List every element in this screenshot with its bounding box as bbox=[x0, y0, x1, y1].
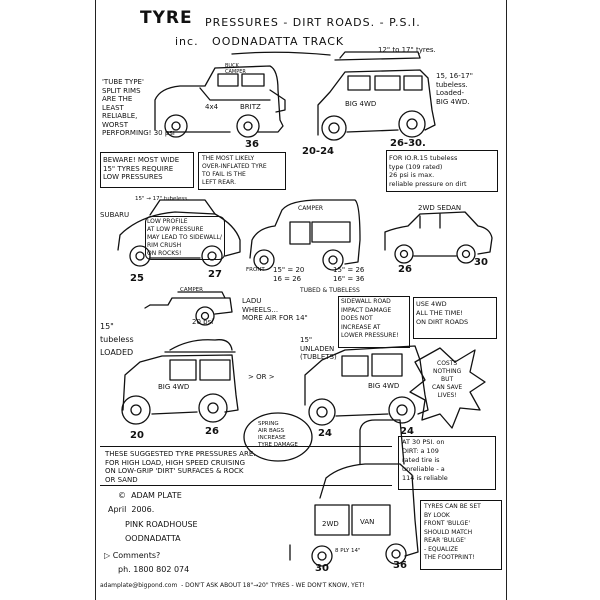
label-van-2wd: 2WD bbox=[322, 520, 339, 528]
note-sidewall: SIDEWALL ROAD IMPACT DAMAGE DOES NOT INC… bbox=[341, 298, 399, 339]
label-loaded: BIG 4WD bbox=[158, 383, 190, 391]
sidewall-box bbox=[338, 296, 410, 348]
subaru-p2: 27 bbox=[208, 269, 222, 280]
credit-copyright: © ADAM PLATE bbox=[118, 491, 182, 500]
label-buck-camper: BUCK CAMPER bbox=[225, 63, 246, 75]
unladen-p2: 24 bbox=[400, 426, 414, 437]
label-van: VAN bbox=[360, 518, 375, 526]
loaded-p2: 26 bbox=[205, 426, 219, 437]
label-unladen-car: BIG 4WD bbox=[368, 382, 400, 390]
credit-place1: PINK ROADHOUSE bbox=[125, 520, 198, 529]
van-size: 8 PLY 14" bbox=[335, 548, 361, 554]
credit-email-line: adamplate@bigpond.com - DON'T ASK ABOUT … bbox=[100, 582, 365, 589]
suggested-box bbox=[100, 446, 392, 486]
credit-comments: ▷ Comments? bbox=[104, 551, 161, 560]
label-trailer-camper: CAMPER bbox=[180, 287, 203, 293]
unladen-p1: 24 bbox=[318, 428, 332, 439]
label-subaru: SUBARU bbox=[100, 211, 130, 219]
camper-tubes: TUBED & TUBELESS bbox=[300, 287, 360, 294]
note-use4wd: USE 4WD ALL THE TIME! ON DIRT ROADS bbox=[416, 300, 469, 326]
britz-campervan-sketch bbox=[154, 65, 286, 138]
label-camper: CAMPER bbox=[298, 205, 324, 212]
unladen-big-4wd-sketch bbox=[304, 345, 429, 426]
note-left-rear: THE MOST LIKELY OVER-INFLATED TYRE TO FA… bbox=[202, 155, 267, 186]
sedan-p2: 30 bbox=[474, 257, 488, 268]
beware-box bbox=[100, 152, 194, 188]
loaded-big-4wd-sketch bbox=[121, 339, 239, 425]
big-4wd-top-sketch bbox=[317, 51, 436, 141]
at30-box bbox=[398, 436, 496, 490]
left-rear-box bbox=[198, 152, 286, 190]
subaru-tyres: 15" → 17" tubeless. bbox=[135, 196, 189, 202]
big4wd-top-right-pressures: 26-30. bbox=[390, 138, 426, 149]
note-big4wd-top: 15, 16-17" tubeless. Loaded- BIG 4WD. bbox=[436, 72, 473, 106]
unladen-label: 15" UNLADEN (TUBLETS) bbox=[300, 336, 337, 361]
title-underline bbox=[231, 51, 331, 56]
credit-place2: OODNADATTA bbox=[125, 534, 181, 543]
title-sub: inc. OODNADATTA TRACK bbox=[175, 35, 345, 48]
spring-bubble bbox=[243, 412, 313, 462]
use4wd-box bbox=[413, 297, 497, 339]
title-range: 12" to 17" tyres. bbox=[378, 46, 436, 54]
campervan-middle-sketch bbox=[249, 199, 361, 271]
van-p2: 36 bbox=[393, 560, 407, 571]
loaded-p1: 20 bbox=[130, 430, 144, 441]
van-p1: 30 bbox=[315, 563, 329, 574]
label-sedan: 2WD SEDAN bbox=[418, 204, 462, 212]
title-main: TYRE bbox=[140, 8, 193, 28]
trailer-note: LADU WHEELS... MORE AIR FOR 14" bbox=[242, 297, 308, 322]
sedan-p1: 26 bbox=[398, 264, 412, 275]
subaru-p1: 25 bbox=[130, 273, 144, 284]
label-front: FRONT bbox=[246, 267, 265, 273]
trailer-sketch bbox=[144, 291, 233, 326]
camper-p1: 15" = 20 16 = 26 bbox=[273, 266, 305, 283]
camper-p2: 15" = 26 16" = 36 bbox=[333, 266, 365, 283]
trailer-pressure: 20 psi bbox=[192, 318, 214, 326]
label-britz: BRITZ bbox=[240, 103, 261, 111]
note-at30: AT 30 PSI. on DIRT: a 109 rated tire is … bbox=[402, 438, 448, 482]
big4wd-top-pressures: 20-24 bbox=[302, 146, 334, 157]
note-look: TYRES CAN BE SET BY LOOK FRONT 'BULGE' S… bbox=[424, 503, 481, 561]
britz-pressure: 36 bbox=[245, 139, 259, 150]
note-tube-type: 'TUBE TYPE' SPLIT RIMS ARE THE LEAST REL… bbox=[102, 78, 175, 137]
look-box bbox=[420, 500, 502, 570]
label-britz-4x4: 4x4 bbox=[205, 103, 219, 111]
sedan-sketch bbox=[384, 211, 493, 264]
ioris-box bbox=[386, 150, 498, 192]
note-low-profile: LOW PROFILE AT LOW PRESSURE MAY LEAD TO … bbox=[147, 218, 222, 257]
note-suggested: THESE SUGGESTED TYRE PRESSURES ARE. FOR … bbox=[105, 450, 256, 484]
low-profile-box bbox=[145, 216, 225, 260]
note-costs: COSTS NOTHING BUT CAN SAVE LIVES! bbox=[432, 360, 463, 399]
van-sketch bbox=[289, 419, 419, 567]
note-beware: BEWARE! MOST WIDE 15" TYRES REQUIRE LOW … bbox=[103, 156, 180, 181]
credit-phone: ph. 1800 802 074 bbox=[118, 565, 190, 574]
costs-burst bbox=[409, 347, 486, 429]
loaded-size: 15" tubeless LOADED bbox=[100, 322, 134, 357]
label-big4wd-top: BIG 4WD bbox=[345, 100, 377, 108]
label-or: > OR > bbox=[248, 373, 275, 381]
note-ioris: FOR IO.R.15 tubeless type (109 rated) 26… bbox=[389, 154, 467, 188]
note-spring: SPRING AIR BAGS INCREASE TYRE DAMAGE bbox=[258, 421, 298, 448]
title-rest: PRESSURES - DIRT ROADS. - P.S.I. bbox=[205, 16, 421, 29]
credit-date: April 2006. bbox=[108, 505, 155, 514]
